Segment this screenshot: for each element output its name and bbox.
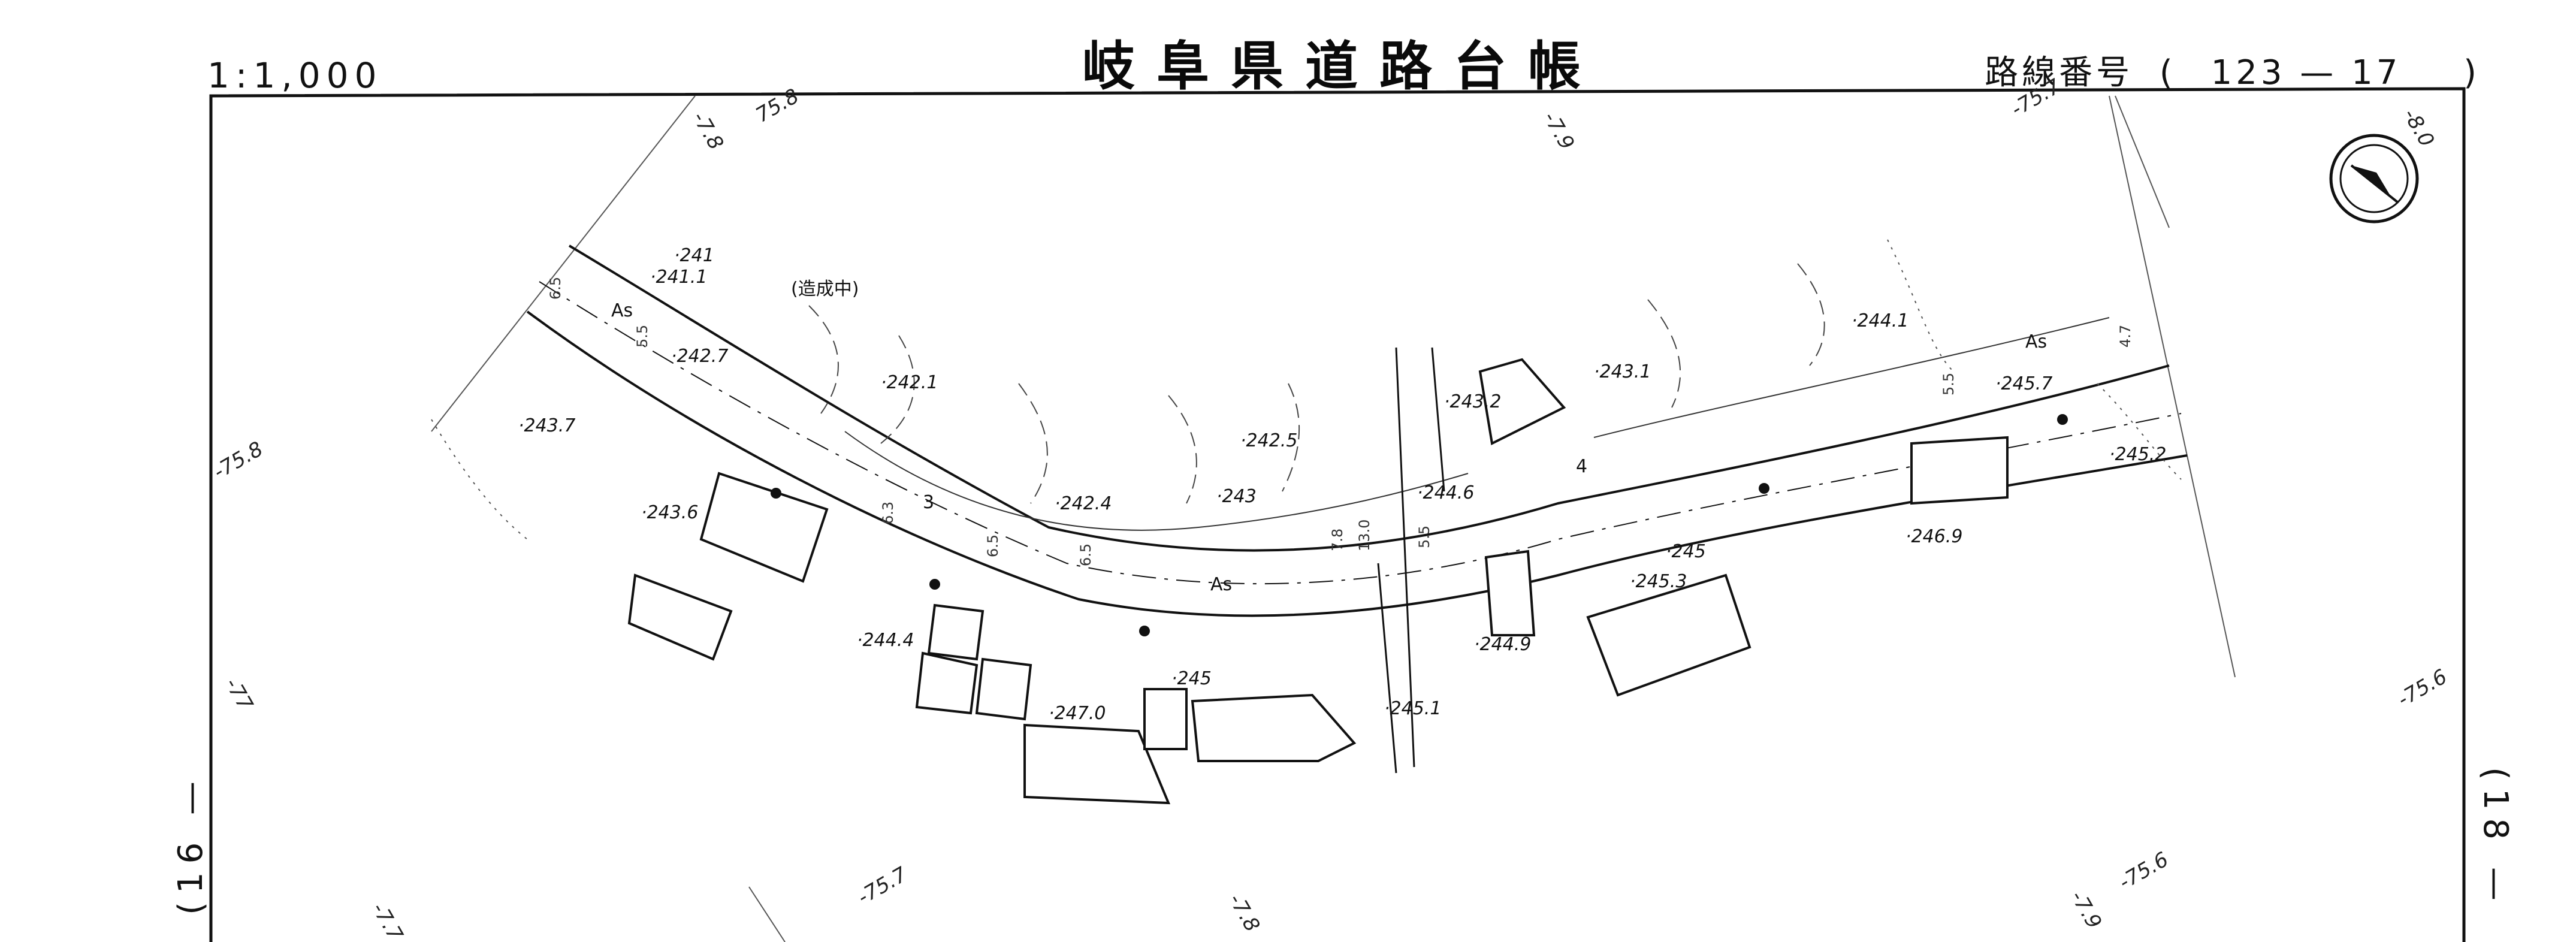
road-width-label: 5.5 (1416, 526, 1433, 548)
adjacent-sheet-right: (18 — (2476, 767, 2515, 909)
grid-coordinate-label: -7.8 (1224, 890, 1264, 936)
road-width-label: 13.0 (1356, 520, 1373, 551)
grid-coordinate-label: -75.7 (2007, 74, 2065, 122)
property-lines (808, 263, 1825, 504)
elevation-label: ·242.4 (1055, 493, 1112, 514)
surface-label: As (611, 300, 633, 321)
elevation-label: ·247.0 (1049, 703, 1106, 724)
grid-coordinate-label: 75.8 (752, 84, 804, 127)
lane-mark: 4 (1576, 456, 1587, 477)
elevation-label: ·242.5 (1240, 430, 1297, 451)
road-edges (526, 244, 2188, 617)
grid-coordinate-label: -75.8 (210, 437, 267, 484)
grid-coordinate-label: -7.7 (367, 899, 407, 942)
retaining-wall (844, 317, 2110, 531)
elevation-label: ·245 (1666, 541, 1706, 562)
elevation-label: ·241 (674, 245, 714, 266)
elevation-labels: ·241·241.1 ·242.7 ·242.1 ·243.7 ·243.6 ·242.4… (518, 245, 2166, 724)
elevation-label: ·245.7 (1995, 373, 2052, 394)
elevation-label: ·245.2 (2109, 444, 2166, 465)
route-close-paren: ) (2463, 53, 2480, 92)
elevation-label: ·245.1 (1384, 698, 1441, 719)
grid-coordinate-label: -7.9 (2065, 887, 2106, 933)
grid-coordinate-label: -75.6 (2394, 665, 2451, 712)
grid-lines (431, 95, 2236, 942)
scale-label: 1:1,000 (207, 55, 383, 96)
road-width-label: 5.5 (634, 325, 651, 348)
road-width-label: 5.5 (1940, 373, 1957, 395)
grid-coordinate-label: -75.7 (854, 862, 912, 910)
elevation-label: ·242.7 (671, 346, 728, 367)
elevation-label: ·244.1 (1852, 310, 1908, 331)
route-number-block: 路線番号 ( 123 — 17 ) (1985, 46, 2480, 94)
elevation-label: ·244.9 (1474, 634, 1531, 655)
elevation-label: ·243 (1216, 486, 1257, 507)
grid-coordinate-label: -8.0 (2398, 105, 2439, 151)
elevation-label: ·243.7 (518, 415, 575, 436)
control-points (771, 414, 2068, 636)
side-road (1377, 347, 1445, 774)
map-frame (209, 87, 2466, 942)
under-construction-label: (造成中) (791, 279, 859, 300)
road-width-label: 7.8 (1329, 529, 1346, 551)
grid-coordinate-label: -7.9 (1538, 108, 1579, 154)
route-label: 路線番号 (1985, 53, 2134, 92)
surface-label: As (2025, 331, 2047, 352)
grid-coordinate-label: -77 (220, 674, 258, 715)
elevation-label: ·243.2 (1444, 391, 1501, 412)
road-width-label: 6.3 (880, 502, 896, 524)
elevation-label: ·245 (1171, 668, 1212, 689)
elevation-label: ·244.6 (1417, 482, 1474, 503)
lane-mark: 3 (923, 492, 934, 513)
route-number: 123 — 17 (2210, 53, 2402, 92)
elevation-label: ·244.4 (857, 630, 914, 651)
elevation-label: ·241.1 (650, 267, 707, 288)
elevation-label: ·246.9 (1905, 526, 1962, 547)
north-arrow-icon (2329, 134, 2419, 224)
road-width-label: 6.5 (547, 277, 564, 300)
buildings (627, 358, 2009, 805)
road-width-labels: 6.5 5.5 6.3 6.5 6.5 7.8 13.0 5.5 5.5 4.7 (547, 277, 2134, 566)
grid-coordinate-label: -75.6 (2115, 847, 2173, 895)
elevation-label: ·242.1 (881, 372, 938, 393)
surface-label: As (1210, 574, 1232, 595)
elevation-label: ·243.6 (641, 502, 698, 523)
road-width-label: 6.5 (985, 535, 1001, 557)
route-open-paren: ( (2159, 53, 2176, 92)
grid-coordinate-label: -7.8 (687, 108, 728, 154)
terrain-lines (431, 239, 2182, 540)
elevation-label: ·245.3 (1630, 571, 1687, 592)
road-width-label: 4.7 (2117, 325, 2134, 348)
road-width-label: 6.5 (1077, 544, 1094, 566)
sheet-title: 岐阜県道路台帳 (1082, 35, 1602, 97)
elevation-label: ·243.1 (1594, 361, 1651, 382)
